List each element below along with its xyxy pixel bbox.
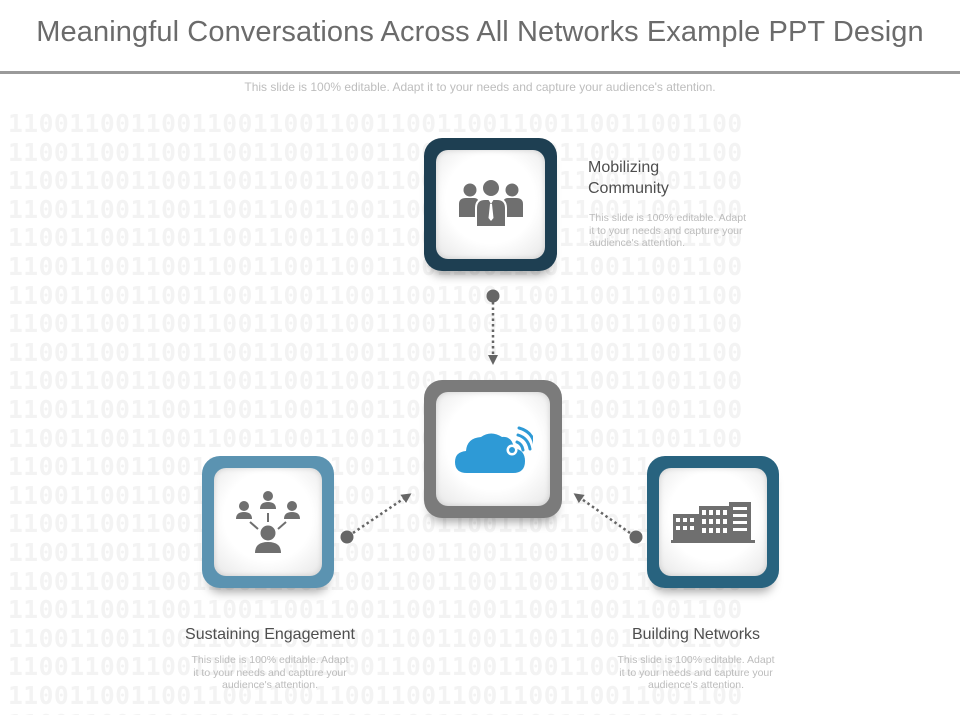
node-top-title-line1: Mobilizing bbox=[588, 159, 660, 176]
slide-title: Meaningful Conversations Across All Netw… bbox=[36, 16, 924, 48]
tile-cloud-network bbox=[424, 380, 562, 518]
node-top-title: Mobilizing Community bbox=[588, 157, 669, 199]
node-top-description: This slide is 100% editable. Adapt it to… bbox=[589, 212, 746, 250]
node-right-description-line2: it to your needs and capture your bbox=[619, 666, 773, 679]
tile-inner bbox=[214, 468, 322, 576]
node-left-title: Sustaining Engagement bbox=[185, 626, 355, 643]
team-icon bbox=[458, 177, 523, 228]
binary-background: 1100110011001100110011001100110011001100… bbox=[8, 110, 743, 715]
node-top-description-line1: This slide is 100% editable. Adapt bbox=[589, 212, 747, 224]
cloud-wifi-icon bbox=[455, 426, 533, 473]
node-top-description-line2: it to your needs and capture your bbox=[589, 224, 743, 237]
tile-sustaining-engagement bbox=[202, 456, 334, 588]
tile-inner bbox=[436, 150, 545, 259]
building-icon bbox=[671, 502, 755, 543]
slide-subtitle: This slide is 100% editable. Adapt it to… bbox=[244, 80, 716, 94]
tile-inner bbox=[659, 468, 767, 576]
node-top-description-line3: audience's attention. bbox=[589, 237, 685, 249]
tile-inner bbox=[436, 392, 550, 506]
node-top-title-line2: Community bbox=[588, 180, 669, 197]
tile-building-networks bbox=[647, 456, 779, 588]
node-left-description-line2: it to your needs and capture your bbox=[193, 666, 347, 679]
connector-left bbox=[340, 493, 412, 544]
node-right-description-line3: audience's attention. bbox=[648, 679, 744, 691]
node-right-description: This slide is 100% editable. Adapt it to… bbox=[576, 654, 816, 692]
node-left-description-line1: This slide is 100% editable. Adapt bbox=[191, 654, 349, 666]
node-left-description: This slide is 100% editable. Adapt it to… bbox=[150, 654, 390, 692]
connector-top bbox=[486, 289, 500, 365]
tile-mobilizing-community bbox=[424, 138, 557, 271]
node-right-description-line1: This slide is 100% editable. Adapt bbox=[617, 654, 775, 666]
connector-right bbox=[573, 493, 643, 544]
node-right-title: Building Networks bbox=[631, 626, 761, 643]
title-divider bbox=[0, 71, 960, 74]
node-left-description-line3: audience's attention. bbox=[222, 679, 318, 691]
network-people-icon bbox=[236, 491, 300, 553]
